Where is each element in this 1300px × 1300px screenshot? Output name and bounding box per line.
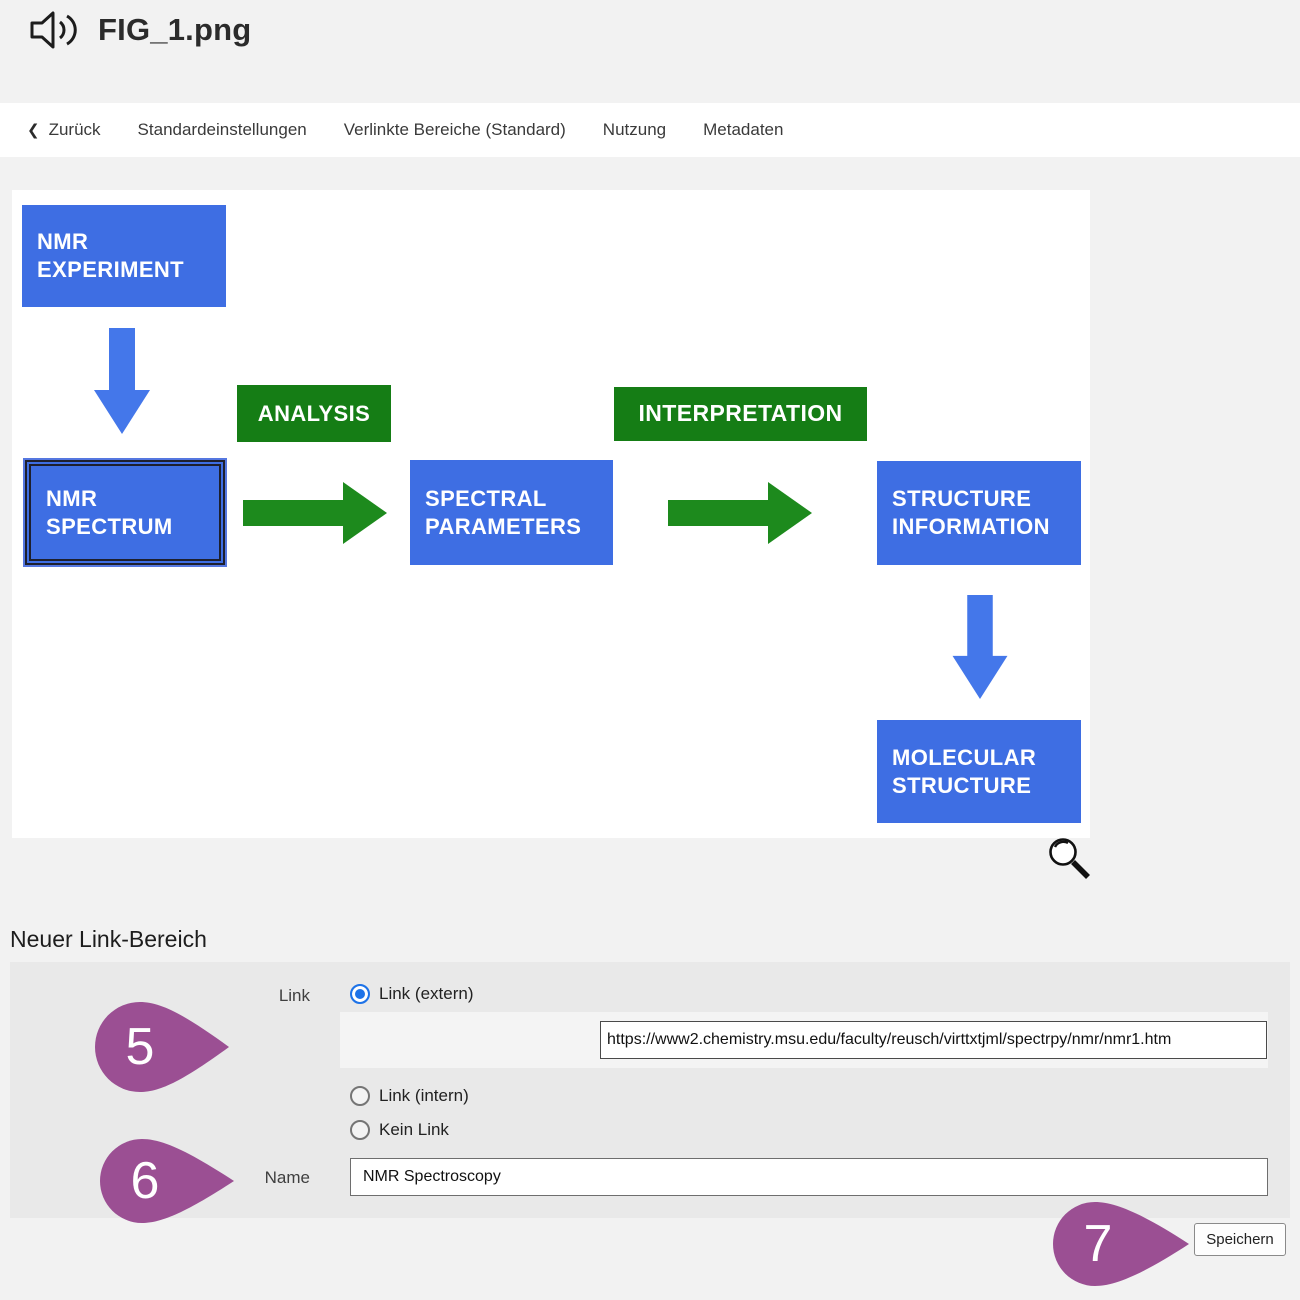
- radio-selected-icon[interactable]: [350, 984, 370, 1004]
- tab-standardeinstellungen[interactable]: Standardeinstellungen: [137, 120, 307, 139]
- teardrop-pointer-icon: [95, 1002, 229, 1092]
- diagram-box-structure-information: STRUCTURE INFORMATION: [877, 461, 1081, 565]
- speaker-icon: [30, 11, 77, 49]
- arrow-down-icon: [952, 595, 1008, 699]
- diagram-box-analysis: ANALYSIS: [237, 385, 391, 442]
- tab-metadaten[interactable]: Metadaten: [703, 120, 784, 139]
- name-field-label: Name: [264, 1168, 310, 1187]
- marker-number: 7: [1083, 1215, 1113, 1273]
- marker-number: 5: [125, 1018, 155, 1076]
- page-title: FIG_1.png: [98, 12, 252, 47]
- chevron-left-icon: ❮: [27, 122, 40, 139]
- link-field-label: Link: [278, 986, 310, 1005]
- annotation-marker-6: 6: [100, 1139, 234, 1223]
- header: FIG_1.png: [28, 8, 251, 52]
- url-field-wrap: [340, 1012, 1268, 1068]
- tab-verlinkte-bereiche[interactable]: Verlinkte Bereiche (Standard): [343, 120, 566, 139]
- radio-icon[interactable]: [350, 1086, 370, 1106]
- teardrop-pointer-icon: [100, 1139, 234, 1223]
- toolbar: ❮ Zurück Standardeinstellungen Verlinkte…: [0, 103, 1300, 157]
- radio-label: Link (intern): [379, 1086, 469, 1105]
- radio-link-intern[interactable]: Link (intern): [350, 1086, 469, 1106]
- annotation-marker-5: 5: [95, 1002, 229, 1092]
- radio-label: Link (extern): [379, 984, 474, 1003]
- radio-link-extern[interactable]: Link (extern): [350, 984, 473, 1004]
- annotation-marker-7: 7: [1053, 1202, 1189, 1286]
- external-url-input[interactable]: [600, 1021, 1267, 1059]
- marker-number: 6: [130, 1152, 160, 1210]
- radio-kein-link[interactable]: Kein Link: [350, 1120, 449, 1140]
- diagram-box-molecular-structure: MOLECULAR STRUCTURE: [877, 720, 1081, 823]
- tab-nutzung[interactable]: Nutzung: [602, 120, 667, 139]
- name-input[interactable]: [350, 1158, 1268, 1196]
- diagram-box-spectral-parameters: SPECTRAL PARAMETERS: [410, 460, 613, 565]
- arrow-right-icon: [243, 482, 387, 544]
- zoom-icon[interactable]: [1046, 836, 1094, 882]
- teardrop-pointer-icon: [1053, 1202, 1189, 1286]
- figure-image: NMR EXPERIMENT ANALYSIS NMR SPECTRUM SPE…: [12, 190, 1090, 838]
- save-button[interactable]: Speichern: [1194, 1223, 1286, 1256]
- diagram-box-nmr-experiment: NMR EXPERIMENT: [22, 205, 226, 307]
- section-heading: Neuer Link-Bereich: [10, 926, 207, 952]
- arrow-right-icon: [668, 482, 812, 544]
- diagram-box-interpretation: INTERPRETATION: [614, 387, 867, 441]
- arrow-down-icon: [94, 328, 150, 434]
- back-button[interactable]: ❮ Zurück: [27, 120, 101, 140]
- diagram-box-nmr-spectrum-selected-region[interactable]: NMR SPECTRUM: [23, 458, 227, 567]
- back-label: Zurück: [48, 120, 101, 139]
- radio-label: Kein Link: [379, 1120, 449, 1139]
- radio-icon[interactable]: [350, 1120, 370, 1140]
